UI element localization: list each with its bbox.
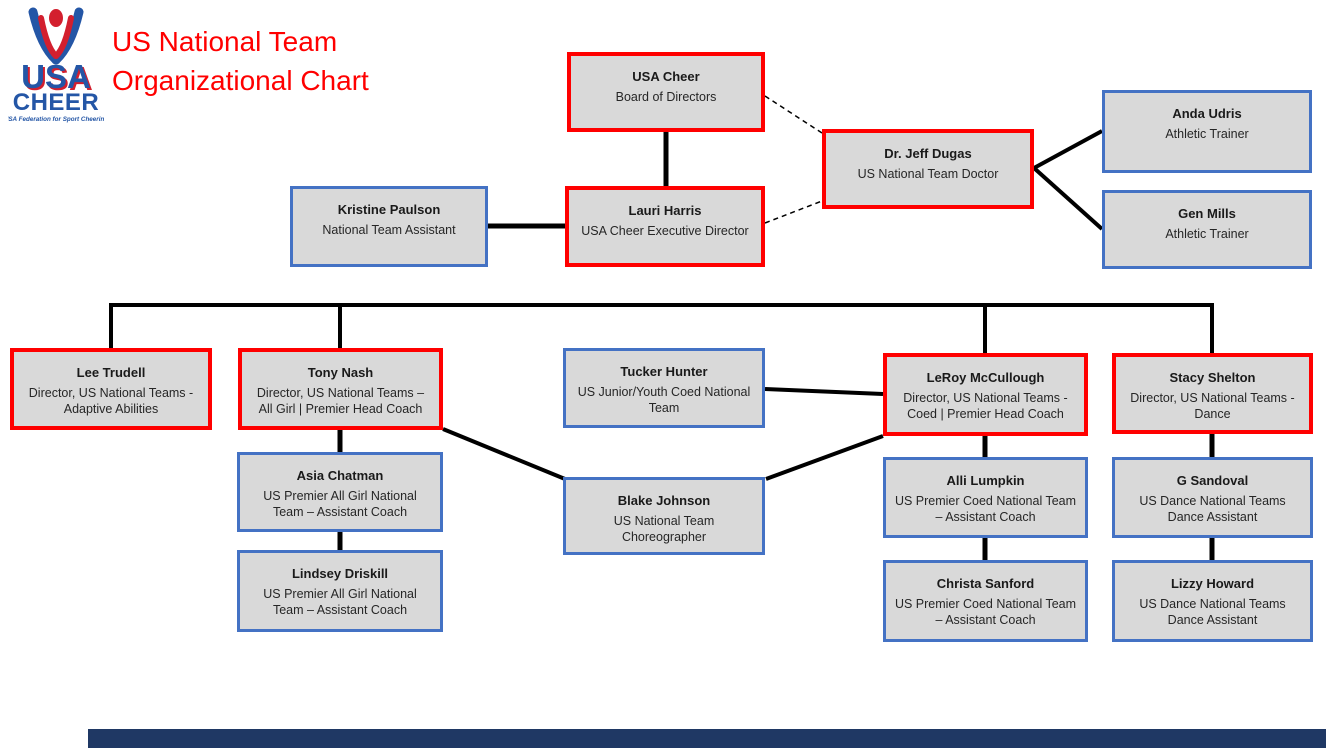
person-name: Lee Trudell	[76, 365, 146, 380]
person-title: Athletic Trainer	[1165, 127, 1249, 141]
person-name: Blake Johnson	[617, 493, 711, 508]
person-name: Lindsey Driskill	[291, 566, 389, 581]
person-name: Kristine Paulson	[337, 202, 441, 217]
edge-lauri-to-dugas	[764, 200, 823, 224]
org-box-asia-chatman: Asia Chatman US Premier All Girl Nationa…	[237, 452, 443, 532]
person-title: Board of Directors	[615, 90, 717, 104]
logo-tagline: USA Federation for Sport Cheering	[8, 116, 104, 123]
person-title: National Team Assistant	[322, 223, 456, 237]
person-name: USA Cheer	[632, 69, 700, 84]
person-name: Asia Chatman	[296, 468, 384, 483]
org-box-alli-lumpkin: Alli Lumpkin US Premier Coed National Te…	[883, 457, 1088, 538]
person-title: Director, US National Teams - Dance	[1130, 391, 1295, 421]
edge-dugas-to-anda	[1033, 129, 1103, 170]
person-title: Director, US National Teams - Coed | Pre…	[903, 391, 1068, 421]
person-title: US Dance National Teams Dance Assistant	[1139, 597, 1286, 627]
person-name: G Sandoval	[1176, 473, 1249, 488]
person-name: Anda Udris	[1172, 106, 1242, 121]
person-title: US Premier All Girl National Team – Assi…	[263, 587, 417, 617]
person-title: Athletic Trainer	[1165, 227, 1249, 241]
logo-word-usa-shadow: USA	[23, 60, 93, 97]
org-box-leroy-mccullough: LeRoy McCullough Director, US National T…	[883, 353, 1088, 436]
person-title: US Premier Coed National Team – Assistan…	[894, 494, 1077, 524]
edge-tony-to-blake	[442, 427, 566, 481]
org-box-christa-sanford: Christa Sanford US Premier Coed National…	[883, 560, 1088, 642]
person-title: US Junior/Youth Coed National Team	[577, 385, 751, 415]
page-title-line1: US National Team	[112, 26, 338, 57]
person-title: US National Team Choreographer	[613, 514, 715, 544]
org-box-blake-johnson: Blake Johnson US National Team Choreogra…	[563, 477, 765, 555]
edge-board-to-dugas	[764, 95, 823, 134]
edge-dugas-to-gen	[1032, 166, 1104, 231]
person-name: Dr. Jeff Dugas	[884, 146, 972, 161]
person-name: Alli Lumpkin	[946, 473, 1025, 488]
logo-word-cheer: CHEER	[13, 89, 100, 116]
person-name: Lauri Harris	[628, 203, 702, 218]
person-title: USA Cheer Executive Director	[581, 224, 749, 238]
usa-cheer-logo-icon: USA USA CHEER USA Federation for Sport C…	[8, 7, 104, 123]
org-box-anda-udris: Anda Udris Athletic Trainer	[1102, 90, 1312, 173]
person-name: Christa Sanford	[936, 576, 1035, 591]
person-title: US Premier Coed National Team – Assistan…	[894, 597, 1077, 627]
org-box-lindsey-driskill: Lindsey Driskill US Premier All Girl Nat…	[237, 550, 443, 632]
person-title: US National Team Doctor	[857, 167, 999, 181]
org-box-kristine-paulson: Kristine Paulson National Team Assistant	[290, 186, 488, 267]
person-title: US Premier All Girl National Team – Assi…	[263, 489, 417, 519]
person-name: Tucker Hunter	[620, 364, 708, 379]
logo-word-usa: USA	[21, 58, 91, 95]
org-box-tucker-hunter: Tucker Hunter US Junior/Youth Coed Natio…	[563, 348, 765, 428]
org-box-jeff-dugas: Dr. Jeff Dugas US National Team Doctor	[822, 129, 1034, 209]
org-box-gen-mills: Gen Mills Athletic Trainer	[1102, 190, 1312, 269]
person-name: Stacy Shelton	[1169, 370, 1256, 385]
person-title: US Dance National Teams Dance Assistant	[1139, 494, 1286, 524]
org-box-usa-cheer-board: USA Cheer Board of Directors	[567, 52, 765, 132]
org-box-lauri-harris: Lauri Harris USA Cheer Executive Directo…	[565, 186, 765, 267]
org-box-stacy-shelton: Stacy Shelton Director, US National Team…	[1112, 353, 1313, 434]
org-box-g-sandoval: G Sandoval US Dance National Teams Dance…	[1112, 457, 1313, 538]
person-title: Director, US National Teams - Adaptive A…	[28, 386, 194, 416]
person-name: Lizzy Howard	[1170, 576, 1255, 591]
org-box-lee-trudell: Lee Trudell Director, US National Teams …	[10, 348, 212, 430]
person-title: Director, US National Teams – All Girl |…	[256, 386, 425, 416]
person-name: LeRoy McCullough	[926, 370, 1045, 385]
edge-leroy-to-blake	[765, 434, 884, 481]
edge-tucker-to-leroy	[764, 387, 884, 396]
footer-bar	[88, 729, 1326, 748]
page-title: US National Team Organizational Chart	[112, 22, 369, 100]
person-name: Gen Mills	[1178, 206, 1236, 221]
page-title-line2: Organizational Chart	[112, 65, 369, 96]
org-box-lizzy-howard: Lizzy Howard US Dance National Teams Dan…	[1112, 560, 1313, 642]
org-box-tony-nash: Tony Nash Director, US National Teams – …	[238, 348, 443, 430]
person-name: Tony Nash	[307, 365, 374, 380]
